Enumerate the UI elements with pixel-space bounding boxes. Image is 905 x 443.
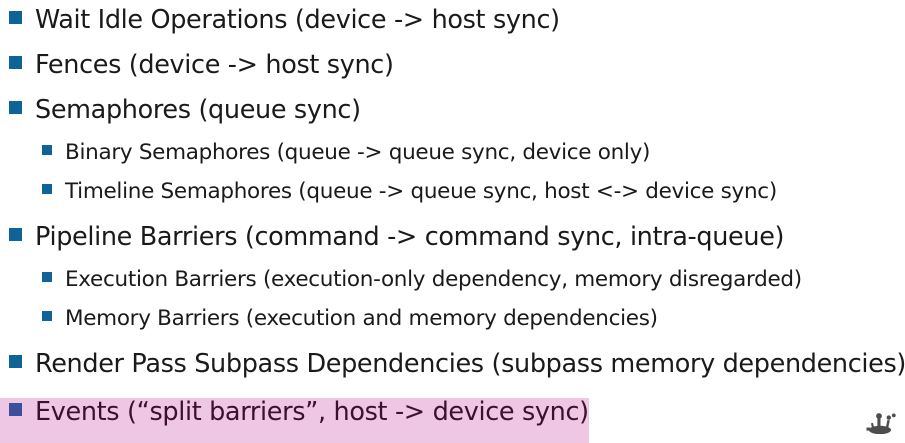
list-item-label: Fences (device -> host sync)	[35, 50, 394, 80]
bullet-marker-icon	[9, 11, 22, 24]
list-item-label: Semaphores (queue sync)	[35, 95, 361, 125]
slide-content-area: Wait Idle Operations (device -> host syn…	[0, 6, 905, 443]
list-item: Memory Barriers (execution and memory de…	[0, 307, 905, 346]
bullet-marker-icon	[9, 56, 22, 69]
bullet-marker-icon	[9, 101, 22, 114]
list-item-label: Wait Idle Operations (device -> host syn…	[35, 5, 560, 35]
list-item: Timeline Semaphores (queue -> queue sync…	[0, 180, 905, 219]
list-item-label: Events (“split barriers”, host -> device…	[35, 397, 589, 427]
bullet-marker-icon	[42, 145, 52, 155]
list-item-label: Execution Barriers (execution-only depen…	[65, 267, 802, 292]
list-item-highlighted: Events (“split barriers”, host -> device…	[0, 398, 589, 443]
list-item: Render Pass Subpass Dependencies (subpas…	[0, 350, 905, 395]
cropped-logo-fragment-icon	[865, 408, 899, 434]
list-item: Fences (device -> host sync)	[0, 51, 905, 96]
list-item-label: Memory Barriers (execution and memory de…	[65, 306, 658, 331]
list-item: Binary Semaphores (queue -> queue sync, …	[0, 141, 905, 180]
bullet-marker-icon	[42, 272, 52, 282]
list-item: Semaphores (queue sync)	[0, 96, 905, 141]
list-item: Pipeline Barriers (command -> command sy…	[0, 223, 905, 268]
list-item-label: Render Pass Subpass Dependencies (subpas…	[35, 349, 905, 379]
synchronization-primitives-list: Wait Idle Operations (device -> host syn…	[0, 6, 905, 443]
bullet-marker-icon	[42, 311, 52, 321]
list-item: Execution Barriers (execution-only depen…	[0, 268, 905, 307]
bullet-marker-icon	[9, 355, 22, 368]
list-item-label: Binary Semaphores (queue -> queue sync, …	[65, 140, 651, 165]
list-item-label: Pipeline Barriers (command -> command sy…	[35, 222, 785, 252]
bullet-marker-icon	[9, 403, 22, 416]
list-item-label: Timeline Semaphores (queue -> queue sync…	[65, 179, 777, 204]
bullet-marker-icon	[42, 184, 52, 194]
list-item: Wait Idle Operations (device -> host syn…	[0, 6, 905, 51]
bullet-marker-icon	[9, 228, 22, 241]
